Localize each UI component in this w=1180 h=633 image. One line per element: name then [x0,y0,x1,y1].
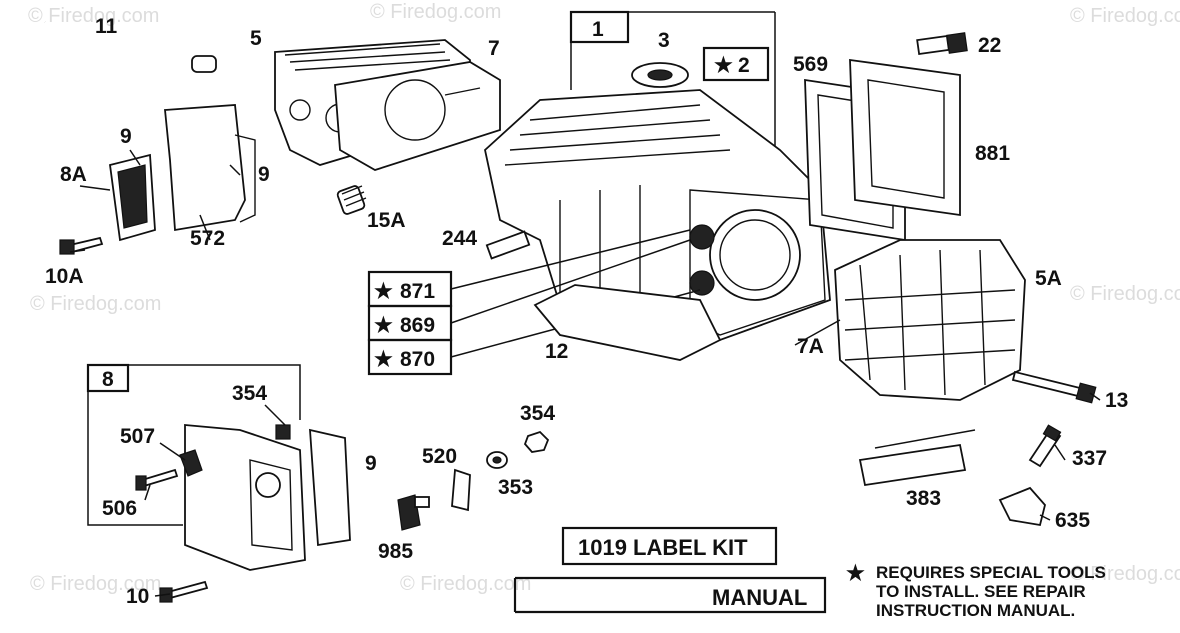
callout-labels: 11 5 7 1 3 ★ 2 569 22 881 9 8A 9 572 10A… [45,15,1128,608]
callout-9-right: 9 [258,163,270,186]
callout-box-2 [702,46,770,82]
callout-8: 8 [102,368,114,391]
part-13-bolt [1011,370,1097,404]
part-635-boot [998,486,1046,527]
callout-337: 337 [1072,447,1107,470]
part-572-shield [164,104,256,232]
callout-12: 12 [545,340,568,363]
watermark-6: © Firedog.com [30,573,161,595]
callout-8A: 8A [60,163,87,186]
callout-572: 572 [190,227,225,250]
callout-520: 520 [422,445,457,468]
note-line-1: REQUIRES SPECIAL TOOLS [876,563,1106,582]
callout-box-8 [86,363,130,393]
callout-10: 10 [126,585,149,608]
note-line-3: INSTRUCTION MANUAL. [876,601,1075,620]
callout-506: 506 [102,497,137,520]
manual-text: MANUAL [712,585,807,610]
part-354-nut [523,430,550,453]
part-520-clip [451,468,471,512]
watermark-7: © Firedog.com [400,573,531,595]
callout-354-right: 354 [520,402,555,425]
callout-985: 985 [378,540,413,563]
callout-635: 635 [1055,509,1090,532]
callout-353: 353 [498,476,533,499]
special-tools-note: ★ REQUIRES SPECIAL TOOLS TO INSTALL. SEE… [846,562,1106,620]
callout-871: 871 [400,280,435,303]
note-star: ★ [846,562,865,585]
callout-10A: 10A [45,265,84,288]
callout-15A: 15A [367,209,406,232]
watermark-3: © Firedog.com [1070,5,1180,27]
callout-1: 1 [592,18,604,41]
watermarks: © Firedog.com © Firedog.com © Firedog.co… [28,1,1180,595]
callout-870: 870 [400,348,435,371]
callout-7A: 7A [797,335,824,358]
watermark-5: © Firedog.com [1070,283,1180,305]
callout-5A: 5A [1035,267,1062,290]
part-15A-bushing [336,185,367,215]
watermark-2: © Firedog.com [370,1,501,23]
leader-lines [69,149,1101,597]
callout-22: 22 [978,34,1001,57]
callout-2-star: ★ [714,54,733,77]
part-985-switch [397,494,430,531]
callout-244: 244 [442,227,477,250]
star-part-boxes [367,229,701,376]
callout-2: 2 [738,54,750,77]
part-8-assembly [86,363,351,571]
watermark-1: © Firedog.com [28,5,159,27]
callout-881: 881 [975,142,1010,165]
callout-869-star: ★ [374,314,393,337]
manual-box: MANUAL [513,576,827,614]
callout-383: 383 [906,487,941,510]
callout-13: 13 [1105,389,1128,412]
callout-354-left: 354 [232,382,267,405]
callout-9-upper: 9 [120,125,132,148]
part-383-tool [858,429,976,487]
callout-box-1 [569,10,630,44]
part-10A-screw [59,236,104,255]
part-3-oil-seal [631,62,689,88]
part-11-breather-tube [44,20,217,73]
label-kit-text: 1019 LABEL KIT [578,535,748,560]
callout-870-star: ★ [374,348,393,371]
label-kit-box: 1019 LABEL KIT [561,526,778,566]
note-line-2: TO INSTALL. SEE REPAIR [876,582,1086,601]
part-10-screw [159,580,209,603]
part-12-base-gasket [533,284,722,361]
callout-5: 5 [250,27,262,50]
part-22-bolt [916,32,968,56]
part-337-spark-plug [1028,424,1062,468]
part-353-washer [486,451,508,469]
watermark-4: © Firedog.com [30,293,161,315]
callout-569: 569 [793,53,828,76]
part-506-screw [135,468,179,491]
watermark-8: © Firedog.com [1070,563,1180,585]
part-1-cylinder-block [484,10,831,341]
callout-7: 7 [488,37,500,60]
callout-507: 507 [120,425,155,448]
part-7-head-gasket [334,61,501,171]
callout-9-lower: 9 [365,452,377,475]
part-881-cover-plate [849,58,961,217]
callout-11: 11 [95,15,118,38]
part-244-fitting [485,230,531,260]
part-8A-ignition-module [109,153,156,242]
callout-869: 869 [400,314,435,337]
callout-871-star: ★ [374,280,393,303]
callout-3: 3 [658,29,670,52]
part-5A-crankcase-cover [834,239,1026,401]
